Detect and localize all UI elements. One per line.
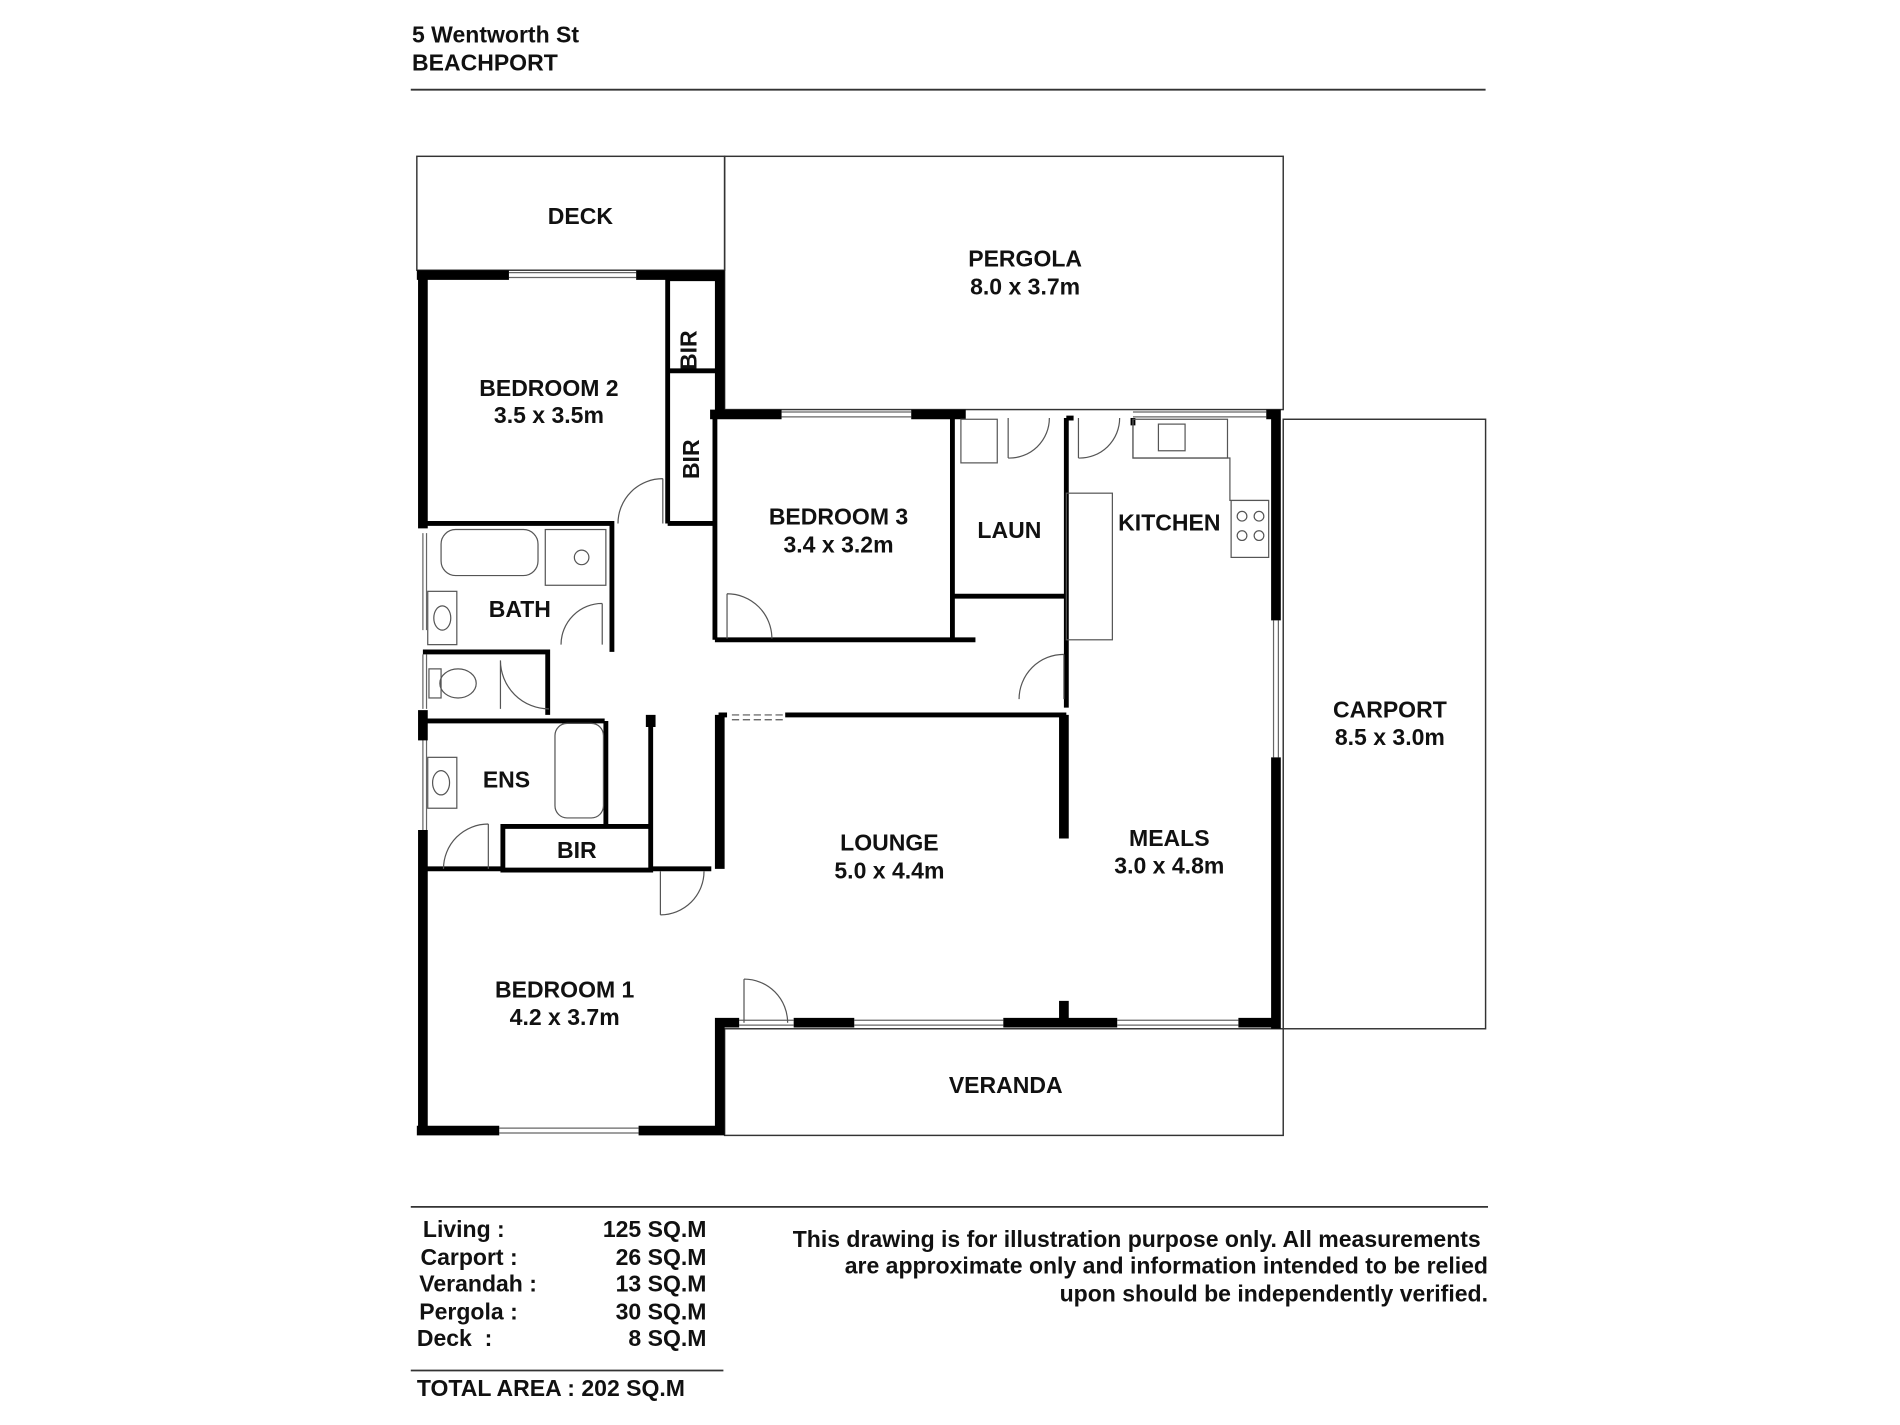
lounge-size: 5.0 x 4.4m	[834, 858, 944, 884]
area-value: 125 SQ.M	[603, 1216, 707, 1242]
area-label: Verandah :	[419, 1271, 537, 1297]
carport-label: CARPORT	[1333, 696, 1447, 722]
pergola-label: PERGOLA	[968, 246, 1082, 272]
disclaimer-line: upon should be independently verified.	[1060, 1280, 1488, 1306]
bir-label: BIR	[676, 330, 702, 370]
area-label: Pergola :	[419, 1299, 517, 1325]
shower-icon	[544, 528, 607, 586]
fixtures	[427, 418, 1270, 819]
disclaimer-line: This drawing is for illustration purpose…	[793, 1226, 1481, 1252]
bedroom3-label: BEDROOM 3	[769, 504, 908, 530]
bedroom1-label: BEDROOM 1	[495, 976, 635, 1002]
area-value: 8 SQ.M	[628, 1325, 706, 1351]
toilet-icon	[428, 668, 442, 699]
windows	[422, 272, 1279, 1134]
pergola-size: 8.0 x 3.7m	[970, 273, 1080, 299]
carport-size: 8.5 x 3.0m	[1335, 724, 1445, 750]
area-label: Living :	[423, 1216, 505, 1242]
laundry-label: LAUN	[977, 517, 1041, 543]
doors	[442, 418, 1121, 1023]
area-value: 13 SQ.M	[616, 1271, 707, 1297]
kitchen-bench	[1065, 492, 1113, 641]
area-table: Living : 125 SQ.M Carport : 26 SQ.M Vera…	[410, 1216, 724, 1401]
deck-label: DECK	[548, 203, 614, 229]
meals-label: MEALS	[1129, 825, 1210, 851]
kitchen-sink-icon	[1132, 418, 1229, 459]
bath-label: BATH	[489, 596, 551, 622]
area-label: Deck :	[417, 1325, 492, 1351]
area-value: 30 SQ.M	[616, 1299, 707, 1325]
laundry-tub-icon	[960, 418, 998, 464]
bathtub-icon	[554, 722, 605, 819]
disclaimer: This drawing is for illustration purpose…	[793, 1226, 1488, 1307]
bathtub-icon	[440, 528, 539, 577]
area-value: 26 SQ.M	[616, 1244, 707, 1270]
room-labels: DECK PERGOLA 8.0 x 3.7m BEDROOM 2 3.5 x …	[479, 203, 1447, 1098]
address: 5 Wentworth St	[412, 21, 579, 47]
bir-label: BIR	[678, 439, 704, 479]
kitchen-label: KITCHEN	[1118, 510, 1220, 536]
lounge-label: LOUNGE	[840, 830, 938, 856]
bedroom3-size: 3.4 x 3.2m	[783, 532, 893, 558]
suburb: BEACHPORT	[412, 49, 558, 75]
veranda-label: VERANDA	[949, 1072, 1063, 1098]
ensuite-label: ENS	[483, 767, 530, 793]
cooktop-icon	[1230, 499, 1270, 559]
bedroom2-label: BEDROOM 2	[479, 375, 618, 401]
disclaimer-line: are approximate only and information int…	[845, 1253, 1488, 1279]
basin-icon	[427, 590, 458, 646]
meals-size: 3.0 x 4.8m	[1114, 853, 1224, 879]
area-label: Carport :	[420, 1244, 517, 1270]
bir-label: BIR	[557, 837, 597, 863]
bedroom1-size: 4.2 x 3.7m	[510, 1004, 620, 1030]
bedroom2-size: 3.5 x 3.5m	[494, 402, 604, 428]
total-area: TOTAL AREA : 202 SQ.M	[417, 1375, 685, 1401]
walls	[416, 270, 1281, 1136]
basin-icon	[427, 756, 458, 809]
